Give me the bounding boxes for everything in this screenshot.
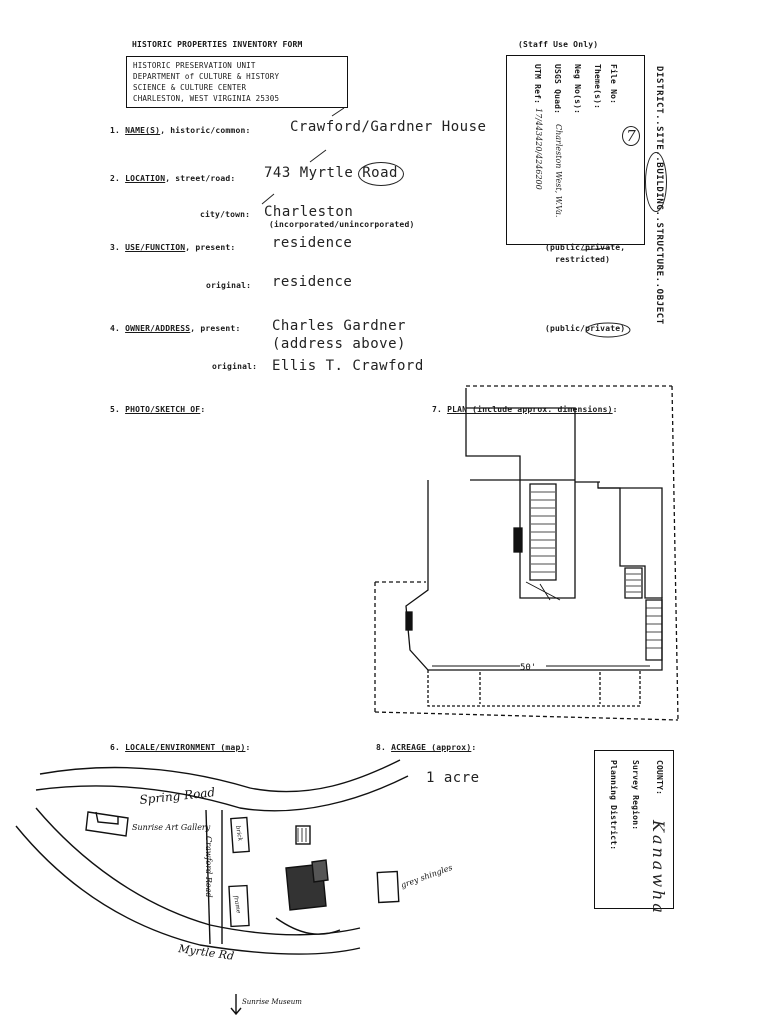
county-box xyxy=(594,750,674,909)
field-suffix: , present: xyxy=(190,324,241,333)
restricted-note: restricted) xyxy=(555,255,611,264)
owner-value: Charles Gardner xyxy=(272,318,406,334)
owner-field: 4. OWNER/ADDRESS, present: xyxy=(110,324,240,333)
acreage-field: 8. ACREAGE (approx): xyxy=(376,743,476,752)
myrtle-road-label: Myrtle Rd xyxy=(177,942,235,963)
field-suffix: , historic/common: xyxy=(160,126,251,135)
locale-map xyxy=(15,759,409,1016)
field-label: OWNER/ADDRESS xyxy=(125,324,191,333)
agency-line: HISTORIC PRESERVATION UNIT xyxy=(133,61,256,70)
locale-field: 6. LOCALE/ENVIRONMENT (map): xyxy=(110,743,251,752)
field-suffix: , street/road: xyxy=(165,174,236,183)
file-no-value: 7 xyxy=(622,126,640,146)
field-label: NAME(S) xyxy=(125,126,161,135)
field-label: LOCATION xyxy=(125,174,166,183)
field-suffix: : xyxy=(245,743,251,752)
crawford-road-label: Crawford Road xyxy=(204,836,213,898)
field-number: 2. xyxy=(110,174,121,183)
field-suffix: : xyxy=(471,743,477,752)
field-suffix: : xyxy=(612,405,618,414)
spring-road-label: Spring Road xyxy=(139,785,216,807)
field-number: 7. xyxy=(432,405,443,414)
building-circle xyxy=(645,152,667,212)
brick-label: brick xyxy=(234,825,244,842)
acreage-value: 1 acre xyxy=(426,770,480,786)
agency-line: CHARLESTON, WEST VIRGINIA 25305 xyxy=(133,94,280,103)
field-number: 4. xyxy=(110,324,121,333)
use-original-label: original: xyxy=(206,281,252,290)
field-number: 3. xyxy=(110,243,121,252)
incorporation-note: (incorporated/unincorporated) xyxy=(269,220,415,229)
owner-original-label: original: xyxy=(212,362,258,371)
field-label: ACREAGE (approx) xyxy=(391,743,472,752)
staff-use-label: (Staff Use Only) xyxy=(518,40,599,49)
name-mark xyxy=(331,107,345,117)
field-label: PHOTO/SKETCH OF xyxy=(125,405,201,414)
photo-field: 5. PHOTO/SKETCH OF: xyxy=(110,405,205,414)
agency-line: SCIENCE & CULTURE CENTER xyxy=(133,83,247,92)
owner-original-value: Ellis T. Crawford xyxy=(272,358,424,374)
field-suffix: : xyxy=(200,405,206,414)
agency-line: DEPARTMENT of CULTURE & HISTORY xyxy=(133,72,280,81)
field-number: 1. xyxy=(110,126,121,135)
field-number: 5. xyxy=(110,405,121,414)
field-suffix: , present: xyxy=(185,243,236,252)
field-label: PLAN (include approx. dimensions) xyxy=(447,405,613,414)
public-private-note: (public/private, xyxy=(545,243,626,252)
location-field: 2. LOCATION, street/road: xyxy=(110,174,235,183)
field-number: 6. xyxy=(110,743,121,752)
plan-dimension: 50' xyxy=(520,663,536,673)
owner-value-2: (address above) xyxy=(272,336,406,352)
form-title: HISTORIC PROPERTIES INVENTORY FORM xyxy=(132,40,303,49)
city-value: Charleston xyxy=(264,204,354,220)
owner-public-private-note: (public/private) xyxy=(545,324,626,333)
field-label: LOCALE/ENVIRONMENT (map) xyxy=(125,743,246,752)
private-underline xyxy=(581,247,611,251)
name-value: Crawford/Gardner House xyxy=(290,119,487,135)
use-field: 3. USE/FUNCTION, present: xyxy=(110,243,235,252)
sunrise-museum-label: Sunrise Museum xyxy=(242,998,302,1006)
use-original-value: residence xyxy=(272,274,353,290)
plan-field: 7. PLAN (include approx. dimensions): xyxy=(432,405,618,414)
agency-box: HISTORIC PRESERVATION UNIT DEPARTMENT of… xyxy=(126,56,348,108)
use-value: residence xyxy=(272,235,353,251)
staff-box xyxy=(506,55,645,245)
road-circle xyxy=(358,162,404,186)
sunrise-gallery-label: Sunrise Art Gallery xyxy=(132,823,211,832)
city-mark xyxy=(261,193,275,205)
frame-label: frame xyxy=(232,894,242,914)
location-mark xyxy=(309,149,327,163)
field-number: 8. xyxy=(376,743,387,752)
private-circle xyxy=(585,322,631,338)
field-label: USE/FUNCTION xyxy=(125,243,186,252)
floor-plan xyxy=(374,385,679,721)
city-label: city/town: xyxy=(200,210,251,219)
name-field: 1. NAME(S), historic/common: xyxy=(110,126,251,135)
grey-shingles-label: grey shingles xyxy=(400,863,454,890)
